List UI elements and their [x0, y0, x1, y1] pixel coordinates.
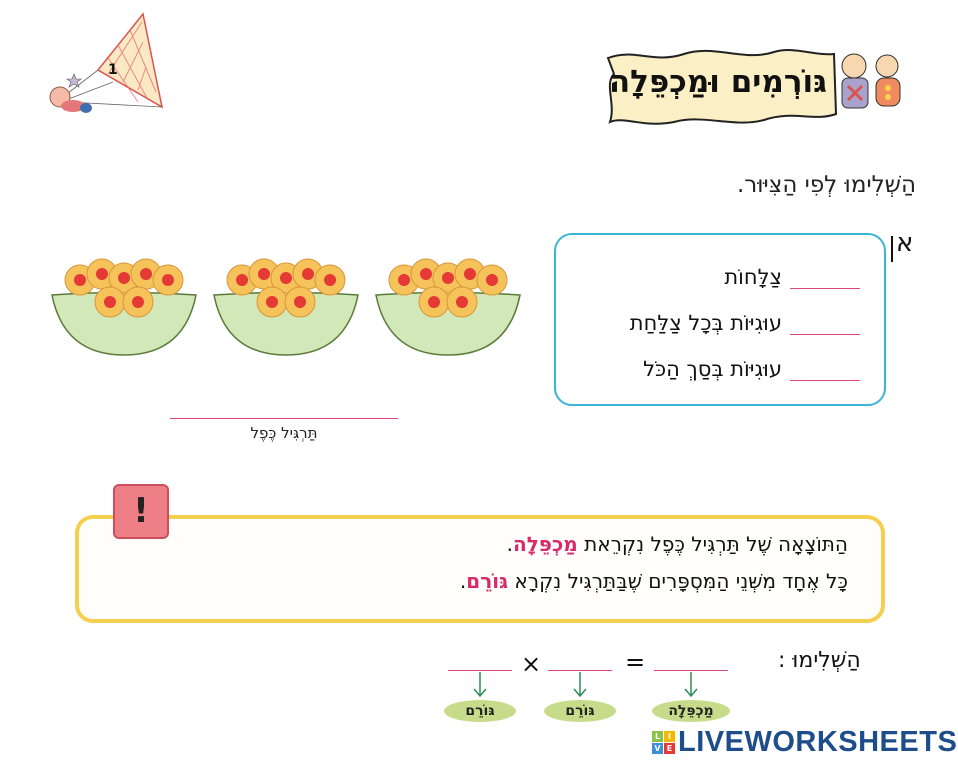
arrows: [473, 672, 698, 698]
definition-box: [75, 515, 885, 623]
question-label: עוּגִיּוֹת בְּכָל צַלַּחַת: [629, 311, 782, 335]
cookie-bowls-picture: [51, 258, 521, 356]
plates-answer-input[interactable]: [790, 270, 860, 289]
cookie-bowl: [375, 258, 521, 356]
total-cookies-answer-input[interactable]: [790, 362, 860, 381]
cookie: [256, 286, 288, 318]
section-divider: [891, 236, 893, 262]
term-product: מַכְפֵּלָה: [512, 532, 578, 556]
definition-factor: כָּל אֶחָד מִשְּׁנֵי הַמִּסְפָּרִים שֶׁב…: [459, 569, 848, 593]
factor1-input[interactable]: [448, 670, 512, 671]
exclamation-icon: !: [113, 484, 169, 539]
question-row-plates: צַלָּחוֹת: [724, 265, 860, 289]
cookie: [418, 286, 450, 318]
kids-illustration: [841, 53, 901, 109]
question-row-cookies-per-plate: עוּגִיּוֹת בְּכָל צַלַּחַת: [630, 311, 860, 335]
kite-boy-illustration: 1: [49, 12, 164, 113]
times-shirt-icon: [846, 84, 864, 102]
cookie-bowl: [51, 258, 197, 356]
cookie: [446, 286, 478, 318]
worksheet-title: גּוֹרְמִים וּמַכְפֵּלָה: [608, 64, 827, 100]
times-sign: ×: [521, 650, 542, 678]
factor2-input[interactable]: [548, 670, 612, 671]
cookie: [94, 286, 126, 318]
question-label: צַלָּחוֹת: [724, 265, 782, 289]
multiplication-exercise-label: תַּרְגִּיל כֶּפֶל: [250, 424, 318, 442]
equals-sign: =: [625, 648, 646, 676]
term-factor: גּוֹרֵם: [466, 569, 509, 593]
product-input[interactable]: [654, 670, 728, 671]
factor2-pill: גּוֹרֵם: [544, 700, 616, 722]
multiplication-exercise-input[interactable]: [170, 418, 398, 419]
question-label: עוּגִיּוֹת בְּסַךְ הַכֹּל: [643, 357, 782, 381]
cookie: [314, 264, 346, 296]
factor1-pill: גּוֹרֵם: [444, 700, 516, 722]
cookie: [152, 264, 184, 296]
question-row-total-cookies: עוּגִיּוֹת בְּסַךְ הַכֹּל: [643, 357, 860, 381]
title-banner: [606, 49, 901, 125]
page-number: 1: [108, 62, 118, 78]
definition-product: הַתּוֹצָאָה שֶׁל תַּרְגִּיל כֶּפֶל נִקְר…: [506, 532, 848, 556]
cookies-per-plate-answer-input[interactable]: [790, 316, 860, 335]
cookie: [476, 264, 508, 296]
cookie: [122, 286, 154, 318]
instruction-text: הַשְׁלִימוּ לְפִי הַצִּיּוּר.: [736, 172, 916, 198]
product-pill: מַכְפֵּלָה: [652, 700, 730, 722]
question-box: צַלָּחוֹת עוּגִיּוֹת בְּכָל צַלַּחַת עוּ…: [554, 233, 886, 406]
complete-label: הַשְׁלִימוּ :: [778, 648, 861, 673]
cookie-bowl: [213, 258, 359, 356]
section-letter: א: [896, 228, 914, 258]
cookie: [284, 286, 316, 318]
